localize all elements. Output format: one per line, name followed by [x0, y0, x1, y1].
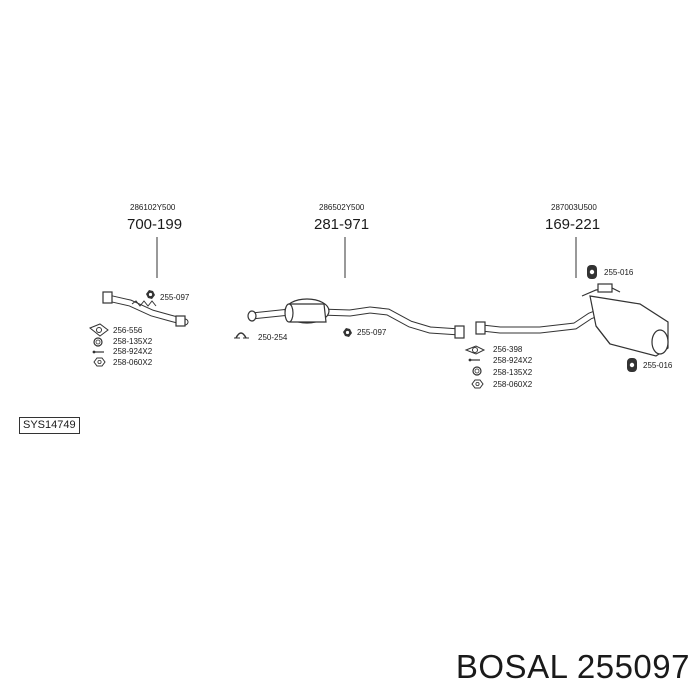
- label-256-398: 256-398: [493, 345, 523, 354]
- label-255-097: 255-097: [160, 293, 190, 302]
- label-250-254: 250-254: [258, 333, 288, 342]
- label-255-016: 255-016: [604, 268, 634, 277]
- label-258-060X2: 258-060X2: [113, 358, 153, 367]
- spring-258-135b-icon: [472, 366, 482, 376]
- label-258-924X2b: 258-924X2: [493, 356, 533, 365]
- oem-number-front-pipe: 286102Y500: [130, 203, 176, 212]
- oem-number-middle-silencer: 286502Y500: [319, 203, 365, 212]
- front-pipe: [102, 291, 189, 327]
- label-256-556: 256-556: [113, 326, 143, 335]
- rubber-mount-255-097b-icon: [343, 328, 352, 337]
- brand-part-label: BOSAL 255097: [455, 648, 690, 685]
- label-258-060X2b: 258-060X2: [493, 380, 533, 389]
- hanger-255-016-icon: [587, 265, 597, 279]
- label-258-135X2b: 258-135X2: [493, 368, 533, 377]
- label-255-016b: 255-016: [643, 361, 673, 370]
- nut-258-060b-icon: [471, 379, 484, 389]
- label-258-135X2: 258-135X2: [113, 337, 153, 346]
- system-code-box: SYS14749: [19, 417, 80, 434]
- rubber-mount-255-097-icon: [146, 290, 155, 299]
- hanger-255-016b-icon: [627, 358, 637, 372]
- part-number-rear-silencer: 169-221: [545, 216, 601, 233]
- part-number-middle-silencer: 281-971: [314, 216, 370, 233]
- oem-number-rear-silencer: 287003U500: [551, 203, 597, 212]
- gasket-256-556-icon: [89, 323, 109, 337]
- label-258-924X2: 258-924X2: [113, 347, 153, 356]
- gasket-256-398-icon: [464, 345, 486, 355]
- bolt-258-924b-icon: [468, 358, 480, 362]
- nut-258-060-icon: [93, 357, 106, 367]
- middle-silencer: [247, 298, 465, 339]
- bolt-258-924-icon: [92, 350, 104, 354]
- spring-258-135-icon: [93, 337, 103, 347]
- part-number-front-pipe: 700-199: [127, 216, 183, 233]
- clamp-250-254-icon: [234, 332, 249, 339]
- rear-silencer: [475, 283, 669, 357]
- label-255-097b: 255-097: [357, 328, 387, 337]
